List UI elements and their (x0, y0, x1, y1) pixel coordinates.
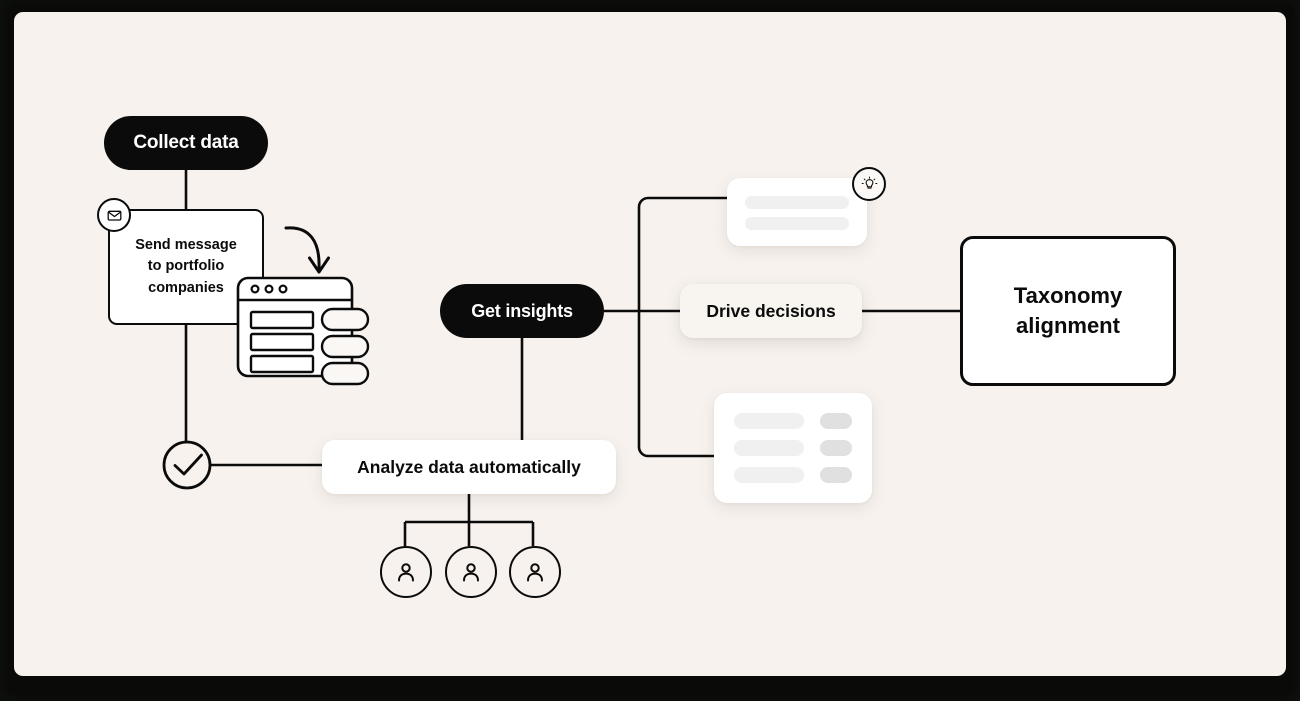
browser-dot (264, 284, 274, 294)
person-icon (380, 546, 432, 598)
node-analyze-data[interactable]: Analyze data automatically (322, 440, 616, 494)
node-taxonomy-alignment[interactable]: Taxonomy alignment (960, 236, 1176, 386)
node-collect-data-label: Collect data (133, 132, 239, 153)
skeleton-cell (734, 413, 804, 429)
node-get-insights-label: Get insights (471, 300, 573, 321)
browser-pill (320, 307, 370, 332)
browser-window-icon (236, 276, 370, 386)
skeleton-table-icon (714, 393, 872, 503)
skeleton-bar (745, 217, 849, 230)
node-get-insights[interactable]: Get insights (440, 284, 604, 338)
person-icon (445, 546, 497, 598)
skeleton-cell (820, 440, 852, 456)
skeleton-cell (734, 440, 804, 456)
lightbulb-icon (852, 167, 886, 201)
curved-arrow-down-icon (284, 226, 330, 274)
browser-row (249, 354, 315, 374)
node-send-message-line3: companies (148, 279, 224, 296)
browser-row (249, 310, 315, 330)
browser-pill (320, 334, 370, 359)
node-send-message-line2: to portfolio (147, 258, 225, 275)
diagram-stage: Collect data Send message to portfolio c… (14, 12, 1286, 676)
person-icon (509, 546, 561, 598)
node-taxonomy-alignment-line2: alignment (1016, 313, 1120, 338)
lightbulb-icon-glyph (861, 176, 877, 189)
browser-row (249, 332, 315, 352)
node-send-message-line1: Send message (135, 237, 237, 254)
node-analyze-data-label: Analyze data automatically (357, 456, 581, 477)
person-icon-glyph (527, 563, 543, 582)
envelope-icon-glyph (107, 210, 121, 221)
node-drive-decisions-label: Drive decisions (706, 300, 836, 321)
node-collect-data[interactable]: Collect data (104, 116, 268, 170)
skeleton-card-icon (727, 178, 867, 246)
node-taxonomy-alignment-line1: Taxonomy (1013, 282, 1123, 308)
node-drive-decisions[interactable]: Drive decisions (680, 284, 862, 338)
person-icon-glyph (463, 563, 479, 582)
check-circle-icon (162, 440, 212, 490)
skeleton-cell (734, 467, 804, 483)
browser-pill (320, 361, 370, 386)
person-icon-glyph (398, 563, 414, 582)
skeleton-bar (745, 196, 849, 209)
envelope-icon (97, 198, 131, 232)
skeleton-cell (820, 413, 852, 429)
browser-dot (250, 284, 260, 294)
skeleton-cell (820, 467, 852, 483)
diagram-canvas: Collect data Send message to portfolio c… (14, 12, 1286, 676)
browser-dot (278, 284, 288, 294)
